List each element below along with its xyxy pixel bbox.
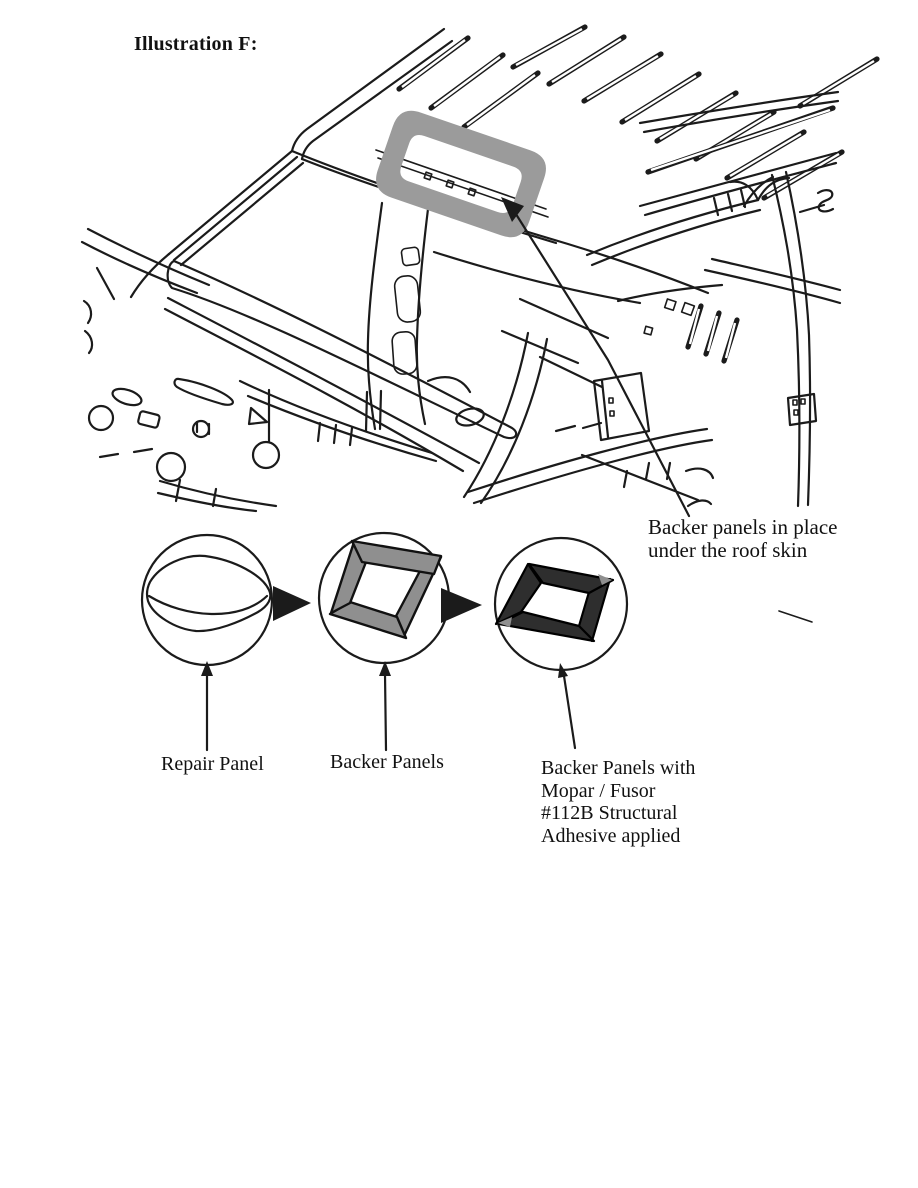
repair-panel-shape xyxy=(145,554,272,633)
header-flange xyxy=(290,149,710,295)
caption-line: #112B Structural xyxy=(541,802,678,824)
caption-backer-panels: Backer Panels xyxy=(330,751,444,774)
cowl-blade-beam xyxy=(166,259,518,440)
flow-arrow-2-icon xyxy=(441,588,482,623)
leader-arrow xyxy=(501,197,691,518)
center-pillar xyxy=(364,201,485,433)
vehicle-line-art xyxy=(80,24,880,513)
caption-pointer-arrows xyxy=(201,661,577,752)
caption-line: Backer Panels with xyxy=(541,757,696,779)
hood-lines xyxy=(80,227,211,355)
door-aperture-floor xyxy=(316,250,715,508)
adhesive-frame-shape xyxy=(494,562,615,643)
caption-repair-panel: Repair Panel xyxy=(161,753,264,776)
rear-quarter-details xyxy=(703,189,842,427)
a-pillar-left xyxy=(129,149,305,299)
backer-frame-shape xyxy=(328,539,443,640)
door-frame-right xyxy=(585,170,812,508)
detail-circle-adhesive-panels xyxy=(493,536,629,672)
pointer-arrowhead-1-icon xyxy=(201,661,213,676)
annotation-line: under the roof skin xyxy=(648,538,808,562)
flow-arrow-1-icon xyxy=(273,586,311,621)
cab-rear-wall xyxy=(500,283,740,389)
caption-line: Repair Panel xyxy=(161,753,264,775)
roof-annotation: Backer panels in place under the roof sk… xyxy=(648,516,838,562)
pointer-arrowhead-2-icon xyxy=(379,661,391,676)
caption-backer-panels-adhesive: Backer Panels with Mopar / Fusor #112B S… xyxy=(541,757,695,847)
stray-mark xyxy=(778,610,813,623)
annotation-line: Backer panels in place xyxy=(648,515,838,539)
roof-ribs xyxy=(396,24,880,201)
leader-arrowhead-icon xyxy=(501,197,524,222)
cowl-details xyxy=(87,377,281,513)
detail-circle-backer-panels xyxy=(317,531,451,665)
caption-line: Mopar / Fusor xyxy=(541,779,656,802)
pointer-arrowhead-3-icon xyxy=(558,663,568,678)
detail-circle-repair-panel xyxy=(140,533,274,667)
page-title: Illustration F: xyxy=(134,33,258,55)
roof-highlight-frame xyxy=(376,110,546,238)
roof-front-edge xyxy=(290,27,446,153)
roof-rails-right xyxy=(638,90,840,217)
caption-line: Backer Panels xyxy=(330,751,444,773)
caption-line: Adhesive applied xyxy=(541,824,681,847)
